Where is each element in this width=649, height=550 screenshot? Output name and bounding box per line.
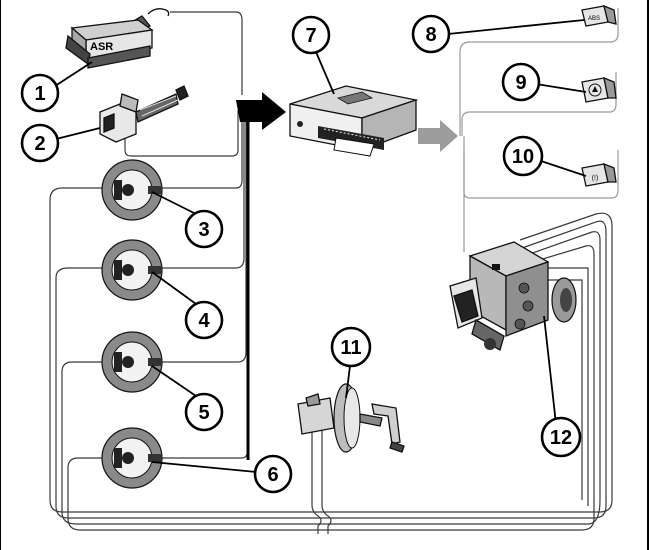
asr-switch: ASR: [65, 8, 170, 69]
callout-1-text: 1: [34, 83, 45, 105]
callout-3-text: 3: [198, 219, 209, 241]
brake-warning-lamp: [581, 76, 617, 103]
abs-lamp-label: ABS: [588, 16, 600, 22]
brake-line-4: [55, 220, 607, 519]
callout-9: 9: [501, 62, 541, 102]
callout-3: 3: [184, 209, 224, 249]
callout-10: 10: [502, 135, 544, 177]
wheel-sensor-6: [101, 427, 163, 489]
leader-2: [51, 127, 101, 141]
hydraulic-modulator: [449, 241, 577, 351]
callout-12: 12: [540, 416, 582, 458]
callout-7-text: 7: [305, 25, 316, 47]
wiring: [49, 8, 619, 534]
abs-warning-lamp: ABS: [581, 4, 617, 27]
wheel-sensor-4: [101, 239, 163, 301]
asr-switch-label: ASR: [90, 41, 113, 53]
output-arrow: [418, 120, 458, 152]
leader-6: [151, 461, 257, 473]
leader-8: [447, 19, 585, 35]
brake-line-3: [49, 187, 613, 513]
brake-line-master-a: [311, 428, 322, 534]
callout-2-text: 2: [34, 133, 45, 155]
leader-11: [345, 365, 351, 399]
wire-lamp-8: [459, 8, 619, 136]
wheel-sensor-5: [101, 331, 163, 393]
callout-5-text: 5: [198, 402, 209, 424]
wire-asr-switch: [170, 11, 243, 95]
callout-9-text: 9: [515, 72, 526, 94]
brake-booster: [297, 383, 405, 453]
wire-sensor-3: [160, 110, 243, 189]
callout-5: 5: [184, 392, 224, 432]
leader-lines: [51, 19, 587, 473]
wire-sensor-4: [160, 110, 245, 269]
control-unit: [289, 85, 419, 157]
leader-9: [535, 83, 587, 93]
callout-8: 8: [411, 14, 451, 54]
callout-12-text: 12: [550, 427, 572, 449]
brake-line-master-b: [321, 428, 332, 534]
callout-10-text: 10: [512, 146, 534, 168]
callout-4: 4: [184, 300, 224, 340]
asr-warning-lamp: (!): [581, 162, 617, 187]
brake-line-aux-a: [542, 267, 589, 506]
wheel-sensor-3: [101, 159, 163, 221]
brake-line-5: [61, 231, 601, 525]
callout-11: 11: [330, 326, 372, 368]
callout-6-text: 6: [267, 464, 278, 486]
callout-1: 1: [20, 73, 60, 113]
brake-line-6: [67, 245, 595, 531]
leader-7: [315, 51, 335, 95]
callout-4-text: 4: [198, 310, 210, 332]
leader-4: [151, 271, 197, 305]
callout-7: 7: [291, 15, 331, 55]
wire-sensor-5: [160, 110, 247, 363]
leader-3: [151, 191, 197, 215]
brake-line-aux-b: [546, 279, 583, 500]
brake-light-switch: [99, 85, 189, 143]
leader-5: [151, 365, 197, 397]
callout-6: 6: [253, 454, 293, 494]
callout-8-text: 8: [425, 24, 436, 46]
wire-brake-switch: [124, 110, 239, 157]
callout-11-text: 11: [340, 337, 361, 359]
wire-lamp-9: [461, 72, 617, 136]
leader-12: [543, 315, 557, 425]
asr-lamp-label: (!): [592, 175, 599, 182]
callout-2: 2: [20, 123, 60, 163]
leader-1: [51, 61, 93, 89]
